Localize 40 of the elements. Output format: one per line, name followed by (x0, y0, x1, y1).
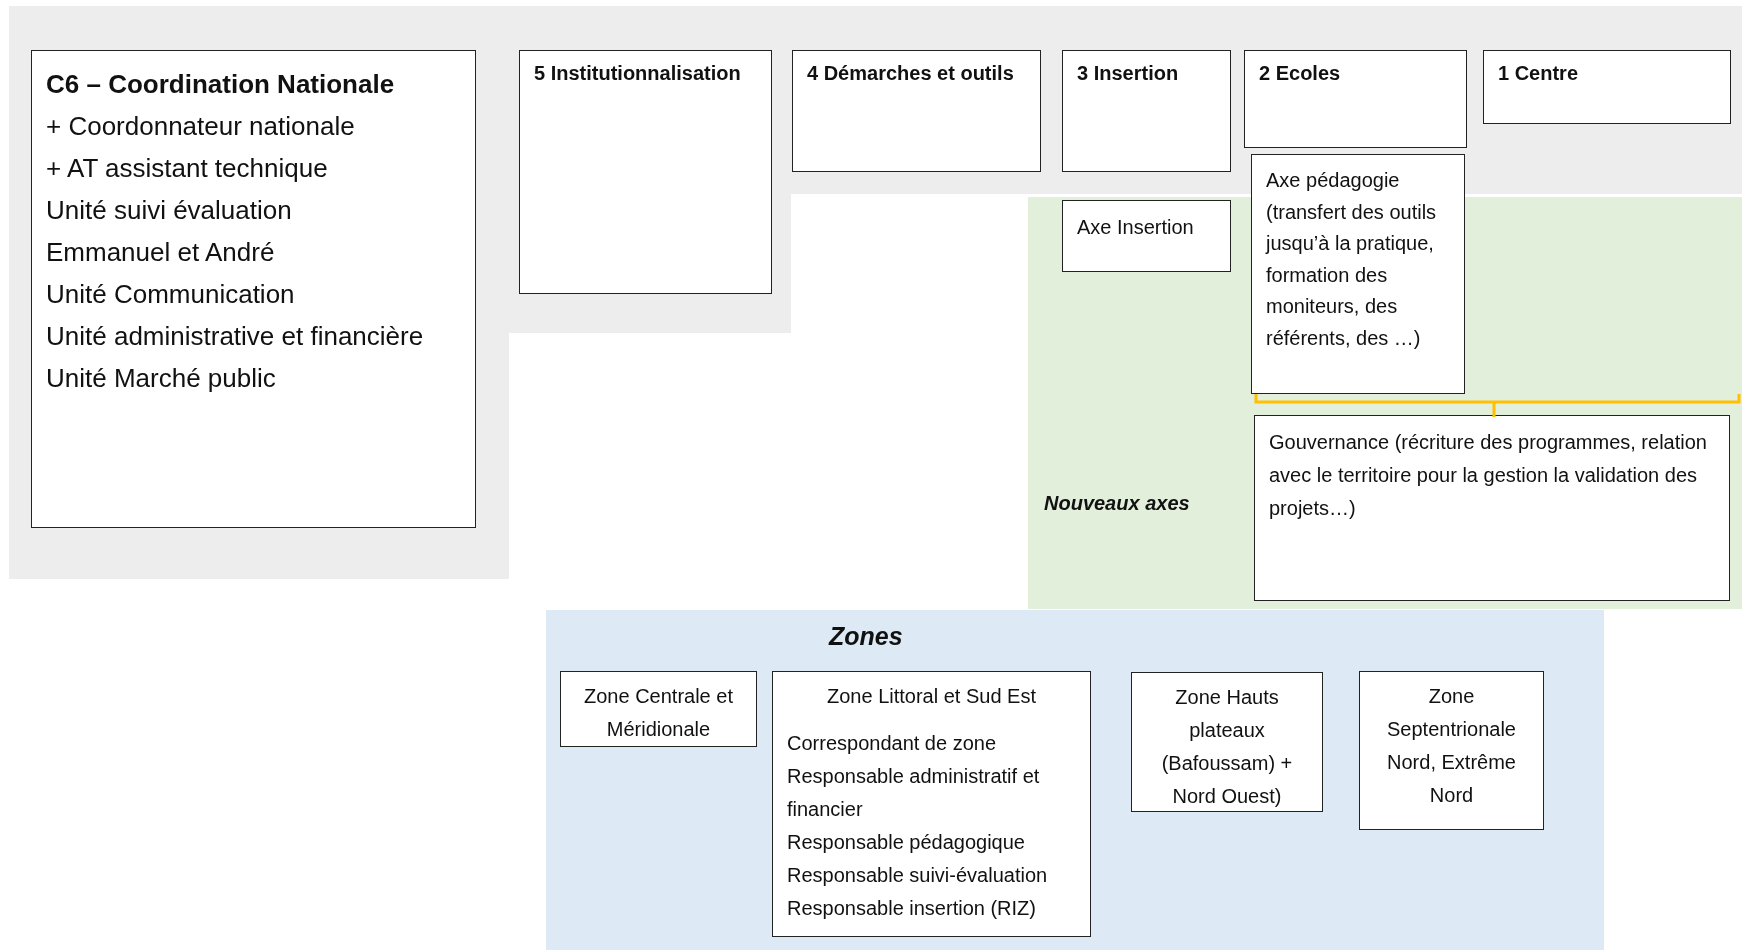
box-text: Zone Centrale et Méridionale (583, 684, 734, 742)
box-heading: Zone Littoral et Sud Est (826, 684, 1037, 709)
list-item: Responsable insertion (RIZ) (787, 896, 1037, 921)
org-box (772, 671, 1091, 937)
list-item: Unité administrative et financière (46, 320, 425, 353)
org-box (1359, 671, 1544, 830)
box-text: Axe pédagogie (transfert des outils jusqu’à la pratique, formation des moniteurs, des référents, des …) (1266, 168, 1438, 351)
org-box (792, 50, 1041, 172)
org-box (1251, 154, 1465, 394)
list-item: Correspondant de zone (787, 731, 998, 756)
list-item: Unité Marché public (46, 362, 277, 395)
box-text: 4 Démarches et outils (807, 61, 1015, 86)
box-text: 5 Institutionnalisation (534, 61, 742, 86)
box-text: Zone Hauts plateaux (Bafoussam) + Nord Ouest) (1160, 685, 1294, 809)
org-box (31, 50, 476, 528)
list-item: + Coordonnateur nationale (46, 110, 356, 143)
box-heading: C6 – Coordination Nationale (46, 68, 396, 101)
list-item: Unité suivi évaluation (46, 194, 293, 227)
box-text: 1 Centre (1498, 61, 1580, 86)
org-box (519, 50, 772, 294)
group-title: Nouveaux axes (1044, 491, 1190, 516)
list-item: Responsable administratif et financier (787, 764, 1041, 822)
list-item: Unité Communication (46, 278, 296, 311)
list-item: + AT assistant technique (46, 152, 329, 185)
list-item: Emmanuel et André (46, 236, 276, 269)
box-text: Axe Insertion (1077, 215, 1195, 240)
box-text: 3 Insertion (1077, 61, 1180, 86)
org-box (1062, 200, 1231, 272)
list-item: Responsable pédagogique (787, 830, 1026, 855)
list-item: Responsable suivi-évaluation (787, 863, 1049, 888)
box-text: Gouvernance (récriture des programmes, relation avec le territoire pour la gestion la validation des projets…) (1269, 430, 1708, 521)
org-box (1062, 50, 1231, 172)
org-box (1131, 672, 1323, 812)
org-box (560, 671, 757, 747)
box-text: 2 Ecoles (1259, 61, 1342, 86)
org-box (1254, 415, 1730, 601)
org-box (1244, 50, 1467, 148)
org-box (1483, 50, 1731, 124)
group-title: Zones (829, 621, 903, 652)
box-text: Zone Septentrionale Nord, Extrême Nord (1386, 684, 1517, 808)
